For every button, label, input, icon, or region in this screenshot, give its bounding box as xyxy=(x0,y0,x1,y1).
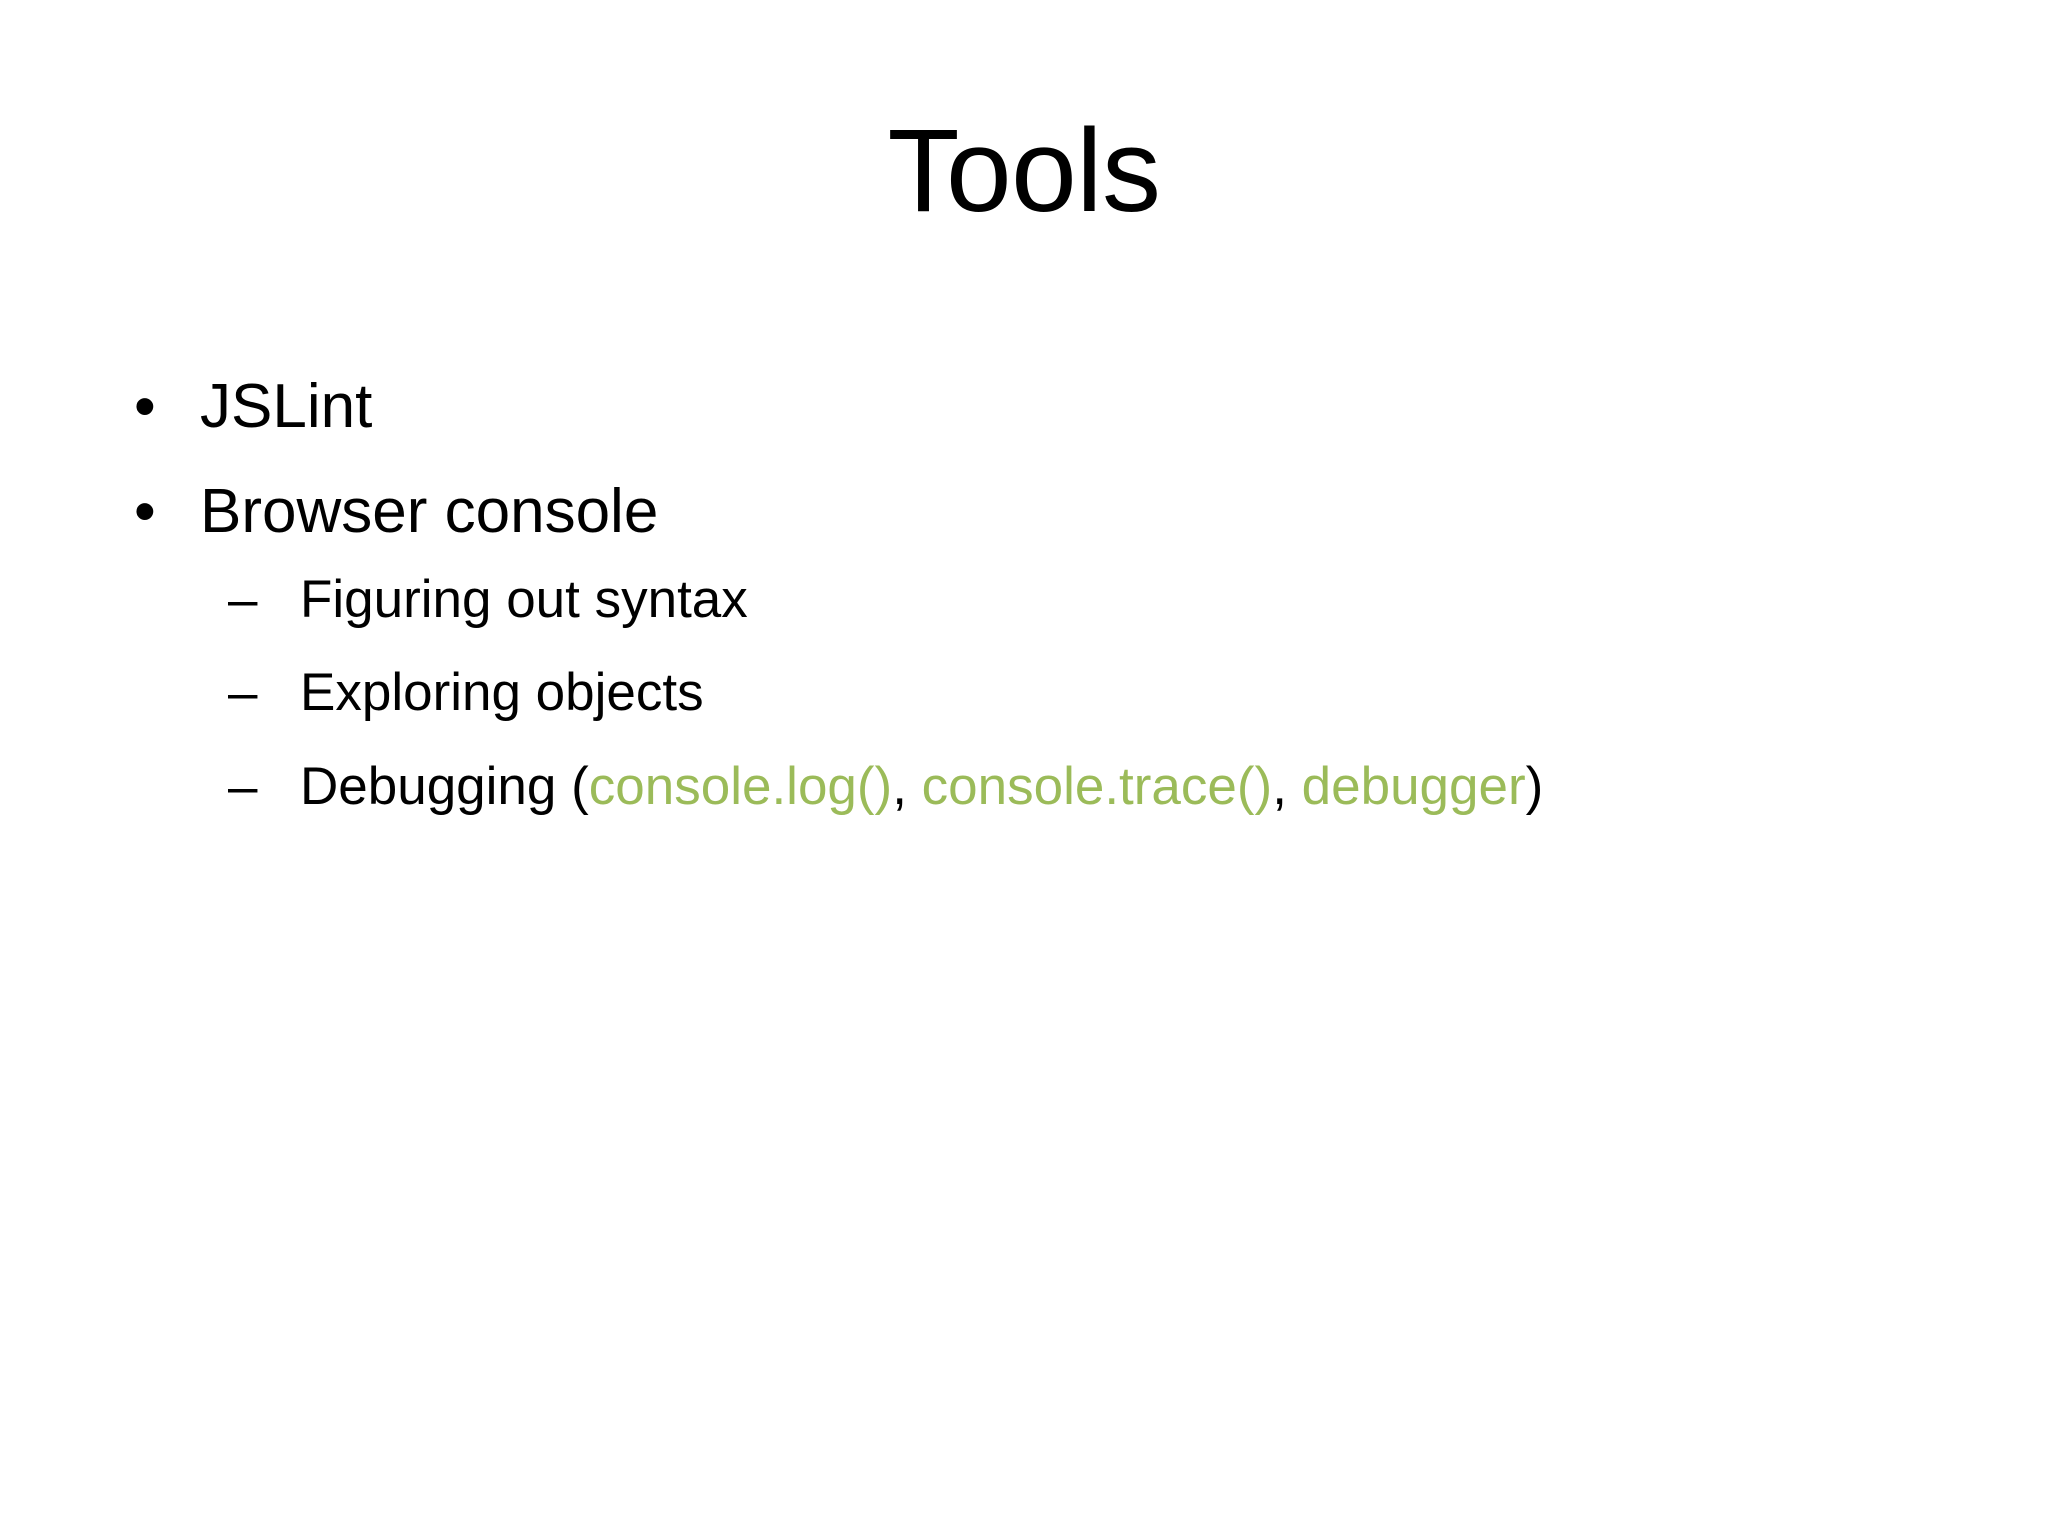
bullet-list-level2: – Figuring out syntax – Exploring object… xyxy=(200,569,1840,817)
bullet-label-browser-console: Browser console xyxy=(200,477,659,547)
code-token: console.log() xyxy=(588,756,893,816)
text-run: , xyxy=(892,756,922,816)
code-token: debugger xyxy=(1301,756,1526,816)
bullet-dash-icon: – xyxy=(228,569,258,629)
bullet-label-jslint: JSLint xyxy=(200,372,373,441)
bullet-dot-icon: • xyxy=(134,477,156,547)
bullet-list-level1: • JSLint • Browser console – Figuring ou… xyxy=(120,372,1840,817)
text-run: , xyxy=(1272,756,1302,816)
bullet-item-exploring-objects: – Exploring objects xyxy=(200,662,1840,723)
bullet-item-browser-console: • Browser console – Figuring out syntax … xyxy=(120,477,1840,817)
text-run: ) xyxy=(1525,756,1544,816)
bullet-label-figuring-out-syntax: Figuring out syntax xyxy=(300,569,748,629)
bullet-label-debugging: Debugging (console.log(), console.trace(… xyxy=(300,757,1543,816)
bullet-item-figuring-out-syntax: – Figuring out syntax xyxy=(200,569,1840,630)
bullet-item-jslint: • JSLint xyxy=(120,372,1840,441)
code-token: console.trace() xyxy=(921,756,1273,816)
bullet-dash-icon: – xyxy=(228,663,258,723)
bullet-dash-icon: – xyxy=(228,756,258,816)
slide-body: • JSLint • Browser console – Figuring ou… xyxy=(120,372,1840,853)
bullet-dot-icon: • xyxy=(134,372,156,441)
bullet-label-exploring-objects: Exploring objects xyxy=(300,663,704,723)
slide-title: Tools xyxy=(887,105,1161,237)
bullet-item-debugging: – Debugging (console.log(), console.trac… xyxy=(200,756,1830,817)
text-run: Debugging ( xyxy=(300,756,589,816)
